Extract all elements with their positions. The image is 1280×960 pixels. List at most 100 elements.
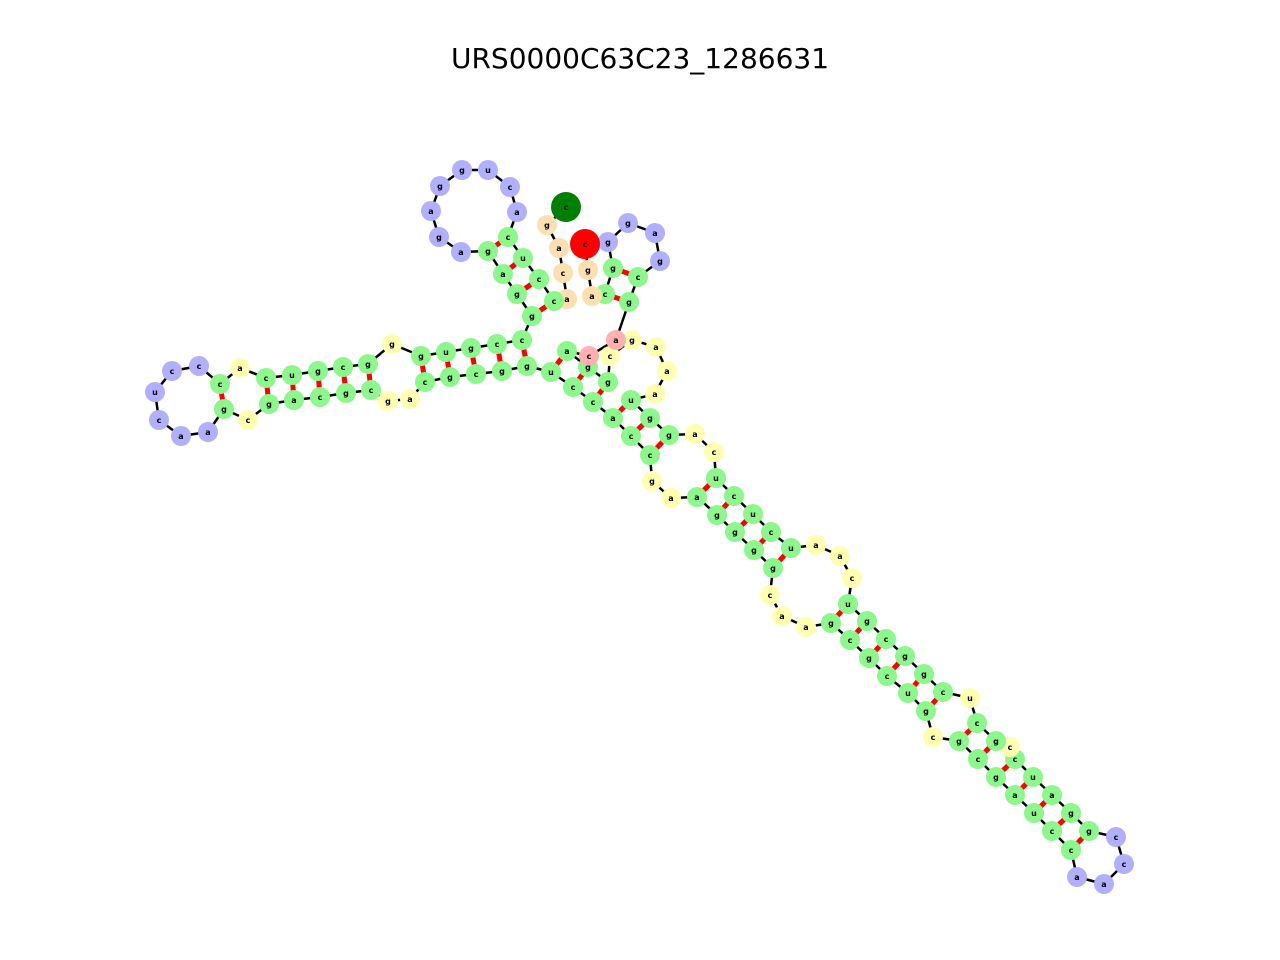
nucleotide-letter: c [884, 635, 889, 644]
nucleotide-loop [661, 488, 681, 508]
nucleotide-hairpin-loop [500, 177, 520, 197]
nucleotide-stem [628, 267, 648, 287]
nucleotide-letter: a [610, 414, 615, 423]
nucleotide-letter: c [474, 370, 479, 379]
nucleotide-loop [960, 688, 980, 708]
nucleotide-stem [493, 264, 513, 284]
nucleotide-letter: u [713, 474, 719, 483]
nucleotide-loop [842, 568, 862, 588]
nucleotide-loop [772, 606, 792, 626]
nucleotide-stem [857, 611, 877, 631]
nucleotide-dangling-end [582, 286, 602, 306]
nucleotide-stem [282, 365, 302, 385]
nucleotide-letter: u [1030, 773, 1036, 782]
nucleotide-hairpin-loop [598, 232, 618, 252]
nucleotide-letter: c [587, 352, 592, 361]
nucleotide-letter: u [152, 388, 158, 397]
nucleotide-letter: c [318, 393, 323, 402]
nucleotide-stem [859, 648, 879, 668]
nucleotide-letter: a [407, 395, 412, 404]
nucleotide-nodes [145, 160, 1134, 894]
nucleotide-stem [967, 713, 987, 733]
nucleotide-loop [760, 585, 780, 605]
nucleotide-dangling-end [578, 260, 598, 280]
nucleotide-stem [541, 362, 561, 382]
nucleotide-letter: c [975, 719, 980, 728]
nucleotide-stem [640, 408, 660, 428]
nucleotide-stem [761, 522, 781, 542]
nucleotide-stem [214, 399, 234, 419]
nucleotide-stem [949, 731, 969, 751]
nucleotide-hairpin-loop [618, 213, 638, 233]
nucleotide-stem [898, 683, 918, 703]
nucleotide-letter: a [564, 347, 569, 356]
nucleotide-stem [707, 505, 727, 525]
nucleotide-hairpin-loop [1067, 867, 1087, 887]
nucleotide-stem [725, 522, 745, 542]
nucleotide-stem [876, 629, 896, 649]
nucleotide-letter: a [514, 208, 519, 217]
nucleotide-letter: g [866, 654, 872, 663]
nucleotide-letter: a [556, 244, 561, 253]
nucleotide-stem [1079, 821, 1099, 841]
nucleotide-letter: u [750, 510, 756, 519]
nucleotide-stem [461, 338, 481, 358]
nucleotide-stem [619, 292, 639, 312]
nucleotide-stem [310, 387, 330, 407]
nucleotide-loop [806, 535, 826, 555]
nucleotide-letter: g [459, 166, 465, 175]
nucleotide-letter: g [993, 737, 999, 746]
nucleotide-stem [284, 390, 304, 410]
nucleotide-hairpin-loop [149, 410, 169, 430]
nucleotide-letter: g [625, 219, 631, 228]
nucleotide-letter: g [629, 336, 635, 345]
nucleotide-letter: g [524, 362, 530, 371]
nucleotide-stem [256, 368, 276, 388]
nucleotide-stem [210, 374, 230, 394]
nucleotide-stem [895, 646, 915, 666]
nucleotide-letter: c [591, 398, 596, 407]
nucleotide-letter: u [905, 689, 911, 698]
nucleotide-letter: g [585, 363, 591, 372]
nucleotide-five-prime-end [551, 192, 581, 222]
nucleotide-letter: c [520, 336, 525, 345]
nucleotide-loop [796, 617, 816, 637]
nucleotide-letter: c [246, 416, 251, 425]
nucleotide-letter: c [157, 416, 162, 425]
nucleotide-letter: c [495, 340, 500, 349]
nucleotide-hairpin-loop [430, 176, 450, 196]
nucleotide-letter: g [499, 367, 505, 376]
nucleotide-letter: a [500, 270, 505, 279]
nucleotide-letter: g [447, 373, 453, 382]
nucleotide-letter: g [732, 528, 738, 537]
nucleotide-stem [821, 613, 841, 633]
nucleotide-letter: a [652, 390, 657, 399]
nucleotide-letter: a [1012, 791, 1017, 800]
nucleotide-stem [358, 354, 378, 374]
nucleotide-letter: c [636, 273, 641, 282]
nucleotide-letter: g [864, 617, 870, 626]
nucleotide-letter: g [514, 290, 520, 299]
nucleotide-loop [923, 727, 943, 747]
nucleotide-letter: a [813, 541, 818, 550]
nucleotide-stem [411, 346, 431, 366]
nucleotide-hairpin-loop [451, 242, 471, 262]
nucleotide-letter: g [647, 414, 653, 423]
nucleotide-letter: a [668, 494, 673, 503]
nucleotide-letter: g [221, 405, 227, 414]
nucleotide-letter: g [770, 564, 776, 573]
nucleotide-letter: c [603, 290, 608, 299]
nucleotide-letter: u [485, 166, 491, 175]
nucleotide-loop [645, 384, 665, 404]
nucleotide-letter: c [561, 269, 566, 278]
nucleotide-hairpin-loop [162, 361, 182, 381]
nucleotide-letter: a [653, 343, 658, 352]
nucleotide-stem [933, 682, 953, 702]
nucleotide-letter: g [902, 652, 908, 661]
nucleotide-dangling-end [553, 263, 573, 283]
nucleotide-stem [687, 487, 707, 507]
nucleotide-letter: a [664, 367, 669, 376]
